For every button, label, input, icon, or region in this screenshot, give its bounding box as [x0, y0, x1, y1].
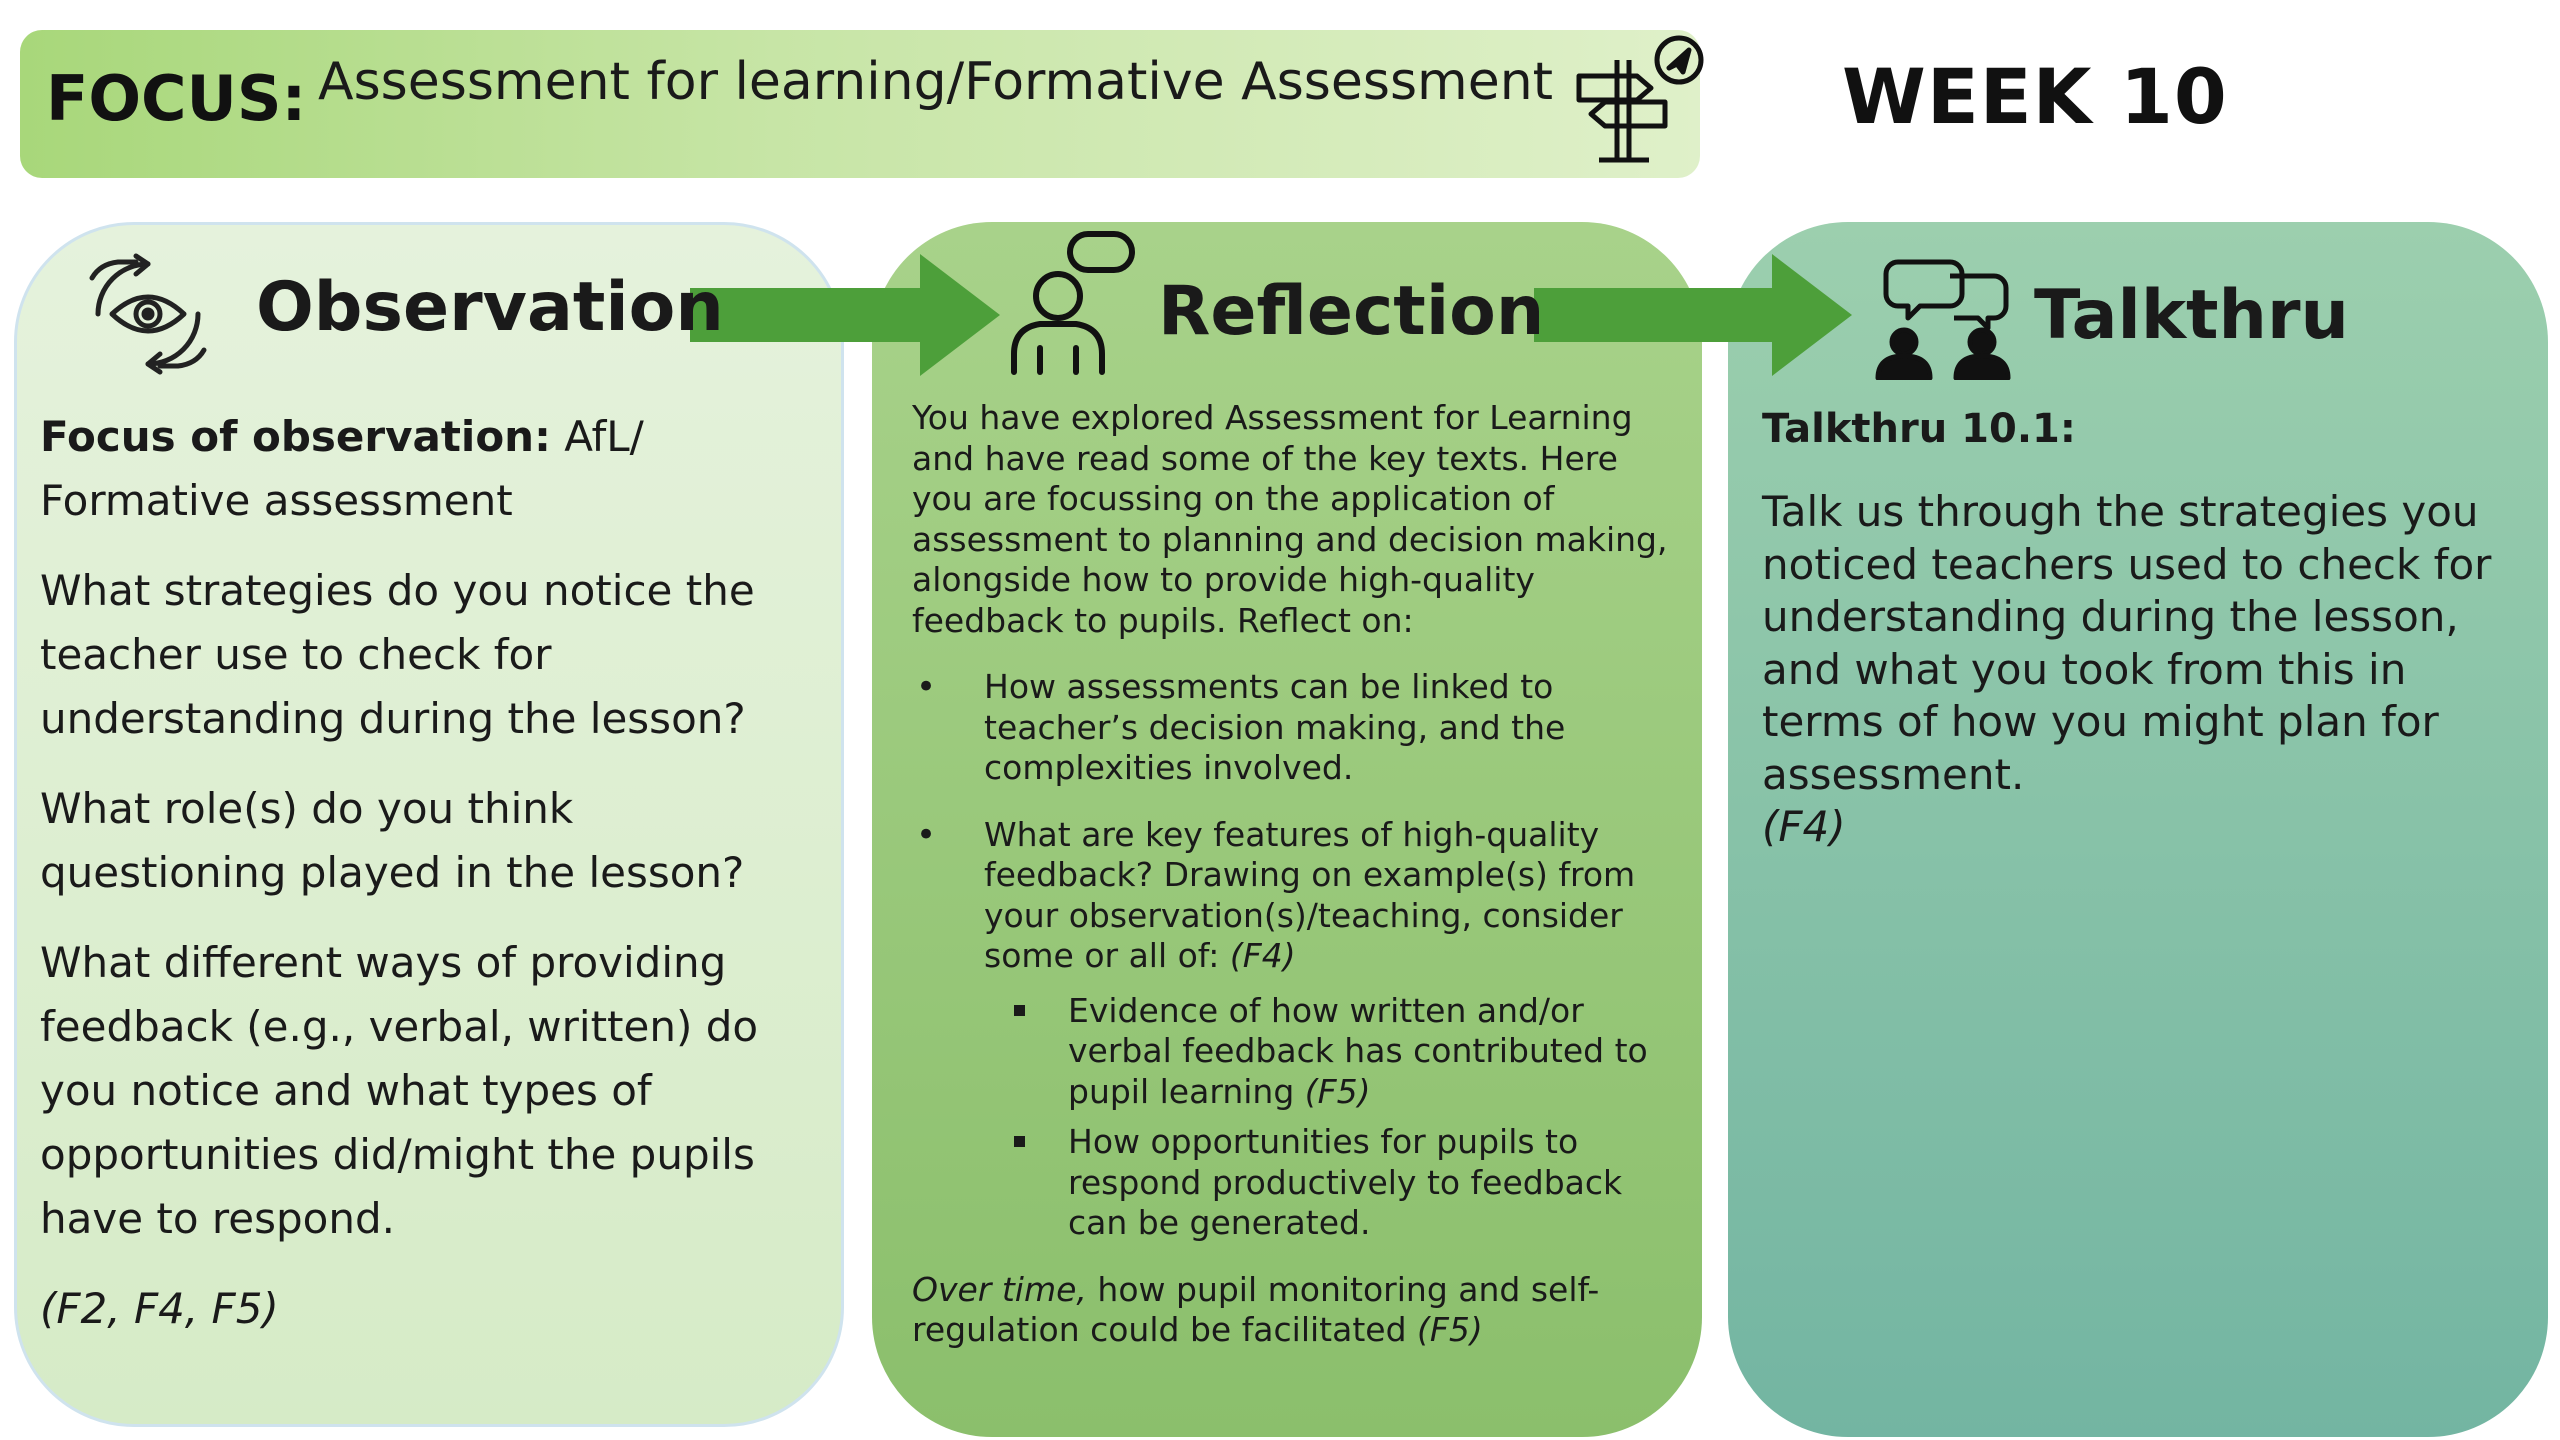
reflection-closing-em: Over time,	[912, 1269, 1087, 1309]
observation-refs: (F2, F4, F5)	[40, 1284, 279, 1333]
reflection-bullet-2-text: What are key features of high-quality fe…	[984, 814, 1636, 976]
observation-focus: Focus of observation: AfL/ Formative ass…	[40, 405, 820, 533]
reflection-bullet-2: What are key features of high-quality fe…	[912, 815, 1682, 1244]
observation-title: Observation	[256, 268, 724, 347]
observation-body: Focus of observation: AfL/ Formative ass…	[40, 405, 820, 1367]
reflection-sub-bullets: Evidence of how written and/or verbal fe…	[984, 991, 1682, 1244]
talkthru-title: Talkthru	[2034, 276, 2349, 355]
reflection-bullet-1: How assessments can be linked to teacher…	[912, 667, 1682, 789]
talkthru-heading: Talkthru 10.1:	[1762, 406, 2076, 452]
talkthru-ref: (F4)	[1762, 802, 1846, 851]
reflection-bullet-2-ref: (F4)	[1229, 936, 1296, 975]
two-people-conversation-icon	[1875, 259, 2011, 380]
reflection-sub-bullet-2-text: How opportunities for pupils to respond …	[1068, 1122, 1623, 1242]
reflection-closing-text: how pupil monitoring and self-regulation…	[912, 1269, 1600, 1350]
arrow-reflection-to-talkthru	[1534, 254, 1852, 376]
talkthru-text: Talk us through the strategies you notic…	[1762, 486, 2522, 854]
reflection-closing-ref: (F5)	[1417, 1310, 1483, 1349]
reflection-bullets: How assessments can be linked to teacher…	[912, 667, 1682, 1244]
reflection-intro: You have explored Assessment for Learnin…	[912, 398, 1668, 640]
observation-eye-hands-icon	[89, 253, 207, 375]
reflection-sub-bullet-1-ref: (F5)	[1304, 1071, 1371, 1111]
arrow-observation-to-reflection	[690, 254, 1000, 376]
reflection-sub-bullet-1-text: Evidence of how written and/or verbal fe…	[1068, 990, 1648, 1111]
reflection-body: You have explored Assessment for Learnin…	[912, 398, 1682, 1351]
reflection-closing: Over time, how pupil monitoring and self…	[912, 1270, 1682, 1351]
signpost-icon	[1576, 35, 1704, 163]
talkthru-body: Talkthru 10.1: Talk us through the strat…	[1762, 406, 2522, 854]
observation-question-1: What strategies do you notice the teache…	[40, 566, 755, 743]
reflection-sub-bullet-1: Evidence of how written and/or verbal fe…	[984, 991, 1682, 1113]
reflection-title: Reflection	[1158, 272, 1545, 351]
observation-panel	[14, 222, 844, 1427]
person-thought-bubble-icon	[1011, 231, 1135, 375]
focus-text: Assessment for learning/Formative Assess…	[318, 52, 1554, 112]
observation-question-2: What role(s) do you think questioning pl…	[40, 784, 745, 897]
week-label: WEEK 10	[1842, 52, 2228, 141]
reflection-bullet-1-text: How assessments can be linked to teacher…	[984, 667, 1566, 787]
reflection-sub-bullet-2: How opportunities for pupils to respond …	[984, 1122, 1682, 1244]
observation-question-3: What different ways of providing feedbac…	[40, 938, 759, 1243]
observation-focus-label: Focus of observation:	[40, 412, 551, 461]
focus-label: FOCUS:	[46, 62, 307, 135]
observation-focus-value: AfL/ Formative assessment	[40, 412, 644, 525]
talkthru-text-main: Talk us through the strategies you notic…	[1762, 487, 2492, 799]
talkthru-panel	[1728, 222, 2548, 1437]
focus-banner	[20, 30, 1700, 178]
